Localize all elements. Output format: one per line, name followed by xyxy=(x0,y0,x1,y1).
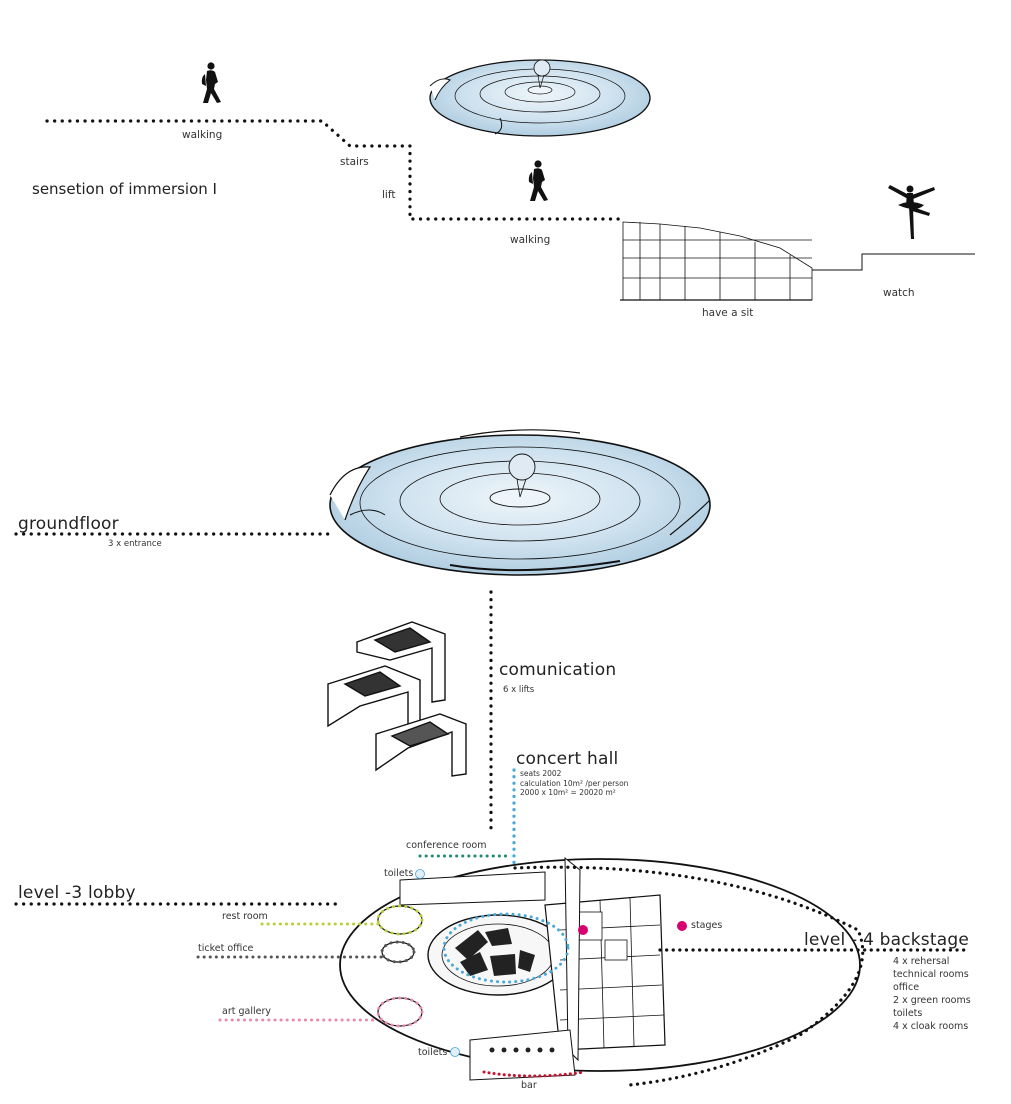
immersion-path xyxy=(45,119,622,221)
ticket-office-label: ticket office xyxy=(198,943,254,954)
conference-room-label: conference room xyxy=(406,840,487,851)
staircase-drawings xyxy=(327,621,467,777)
backstage-cloak-rooms: 4 x cloak rooms xyxy=(893,1021,969,1032)
ticket-office-line xyxy=(196,940,416,964)
walking-label-1: walking xyxy=(182,129,223,141)
stages-legend-dot xyxy=(677,921,687,931)
backstage-toilets: toilets xyxy=(893,1008,923,1019)
concert-hall-calculation: calculation 10m² /per person xyxy=(520,778,629,788)
walking-label-2: walking xyxy=(510,234,551,246)
rest-room-line xyxy=(260,904,424,936)
walking-person-icon xyxy=(528,160,548,201)
art-gallery-line xyxy=(218,996,424,1028)
toilets-label-top: toilets xyxy=(384,868,414,879)
immersion-title: sensetion of immersion I xyxy=(32,180,217,198)
bar-label: bar xyxy=(521,1080,537,1091)
backstage-technical: technical rooms xyxy=(893,969,969,980)
concert-hall-area: 2000 x 10m² = 20020 m² xyxy=(520,788,616,797)
toilets-icon xyxy=(450,1047,460,1057)
walking-person-icon xyxy=(201,62,221,103)
backstage-details: 4 x rehersal technical rooms office 2 x … xyxy=(893,955,971,1033)
concert-hall-outline xyxy=(442,912,570,984)
backstage-rehearsal: 4 x rehersal xyxy=(893,956,950,967)
water-disc-small xyxy=(429,59,651,137)
lift-label: lift xyxy=(382,189,396,201)
groundfloor-detail: 3 x entrance xyxy=(108,539,162,549)
bar-line xyxy=(482,1070,587,1078)
toilets-icon xyxy=(415,869,425,879)
concert-hall-details: seats 2002 calculation 10m² /per person … xyxy=(520,769,628,798)
have-a-sit-label: have a sit xyxy=(702,307,754,319)
groundfloor-title: groundfloor xyxy=(18,514,119,534)
backstage-title: level - 4 backstage xyxy=(804,930,969,950)
concert-hall-seats: seats 2002 xyxy=(520,769,562,778)
water-disc-large xyxy=(329,429,711,576)
ballerina-icon xyxy=(888,185,935,239)
backstage-green-rooms: 2 x green rooms xyxy=(893,995,971,1006)
stage-marker xyxy=(578,925,588,935)
toilets-label-bottom: toilets xyxy=(418,1047,448,1058)
stairs-label: stairs xyxy=(340,156,369,168)
concert-hall-title: concert hall xyxy=(516,749,619,769)
backstage-office: office xyxy=(893,982,920,993)
stages-label: stages xyxy=(691,920,723,931)
lobby-title: level -3 lobby xyxy=(18,883,136,903)
watch-label: watch xyxy=(883,287,915,299)
art-gallery-label: art gallery xyxy=(222,1006,271,1017)
backstage-outline xyxy=(513,865,972,1087)
seating-section-drawing xyxy=(620,221,975,301)
rest-room-label: rest room xyxy=(222,911,268,922)
communication-title: comunication xyxy=(499,660,617,680)
communication-detail: 6 x lifts xyxy=(503,685,535,695)
